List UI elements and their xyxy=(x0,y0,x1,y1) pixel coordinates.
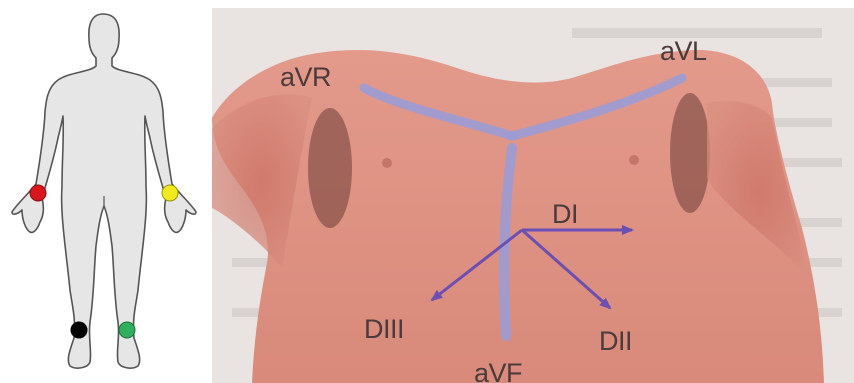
electrode-placement-figure xyxy=(0,0,210,383)
torso-illustration: aVR aVL DI DIII DII aVF xyxy=(212,8,854,383)
lead-label-avl: aVL xyxy=(660,36,707,66)
right-nipple xyxy=(382,158,392,168)
right-leg-electrode xyxy=(71,322,87,338)
left-arm-electrode xyxy=(162,185,178,201)
left-leg-electrode xyxy=(119,322,135,338)
body-silhouette xyxy=(0,0,210,383)
right-armpit-shade xyxy=(308,108,352,228)
lead-label-di: DI xyxy=(552,199,578,229)
left-nipple xyxy=(629,155,639,165)
left-armpit-shade xyxy=(670,93,710,213)
lead-label-diii: DIII xyxy=(364,314,404,344)
lead-label-avr: aVR xyxy=(280,62,331,92)
lead-label-avf: aVF xyxy=(474,358,522,383)
right-arm-electrode xyxy=(30,185,46,201)
torso-lead-vectors: aVR aVL DI DIII DII aVF xyxy=(212,8,854,383)
lead-label-dii: DII xyxy=(599,326,632,356)
